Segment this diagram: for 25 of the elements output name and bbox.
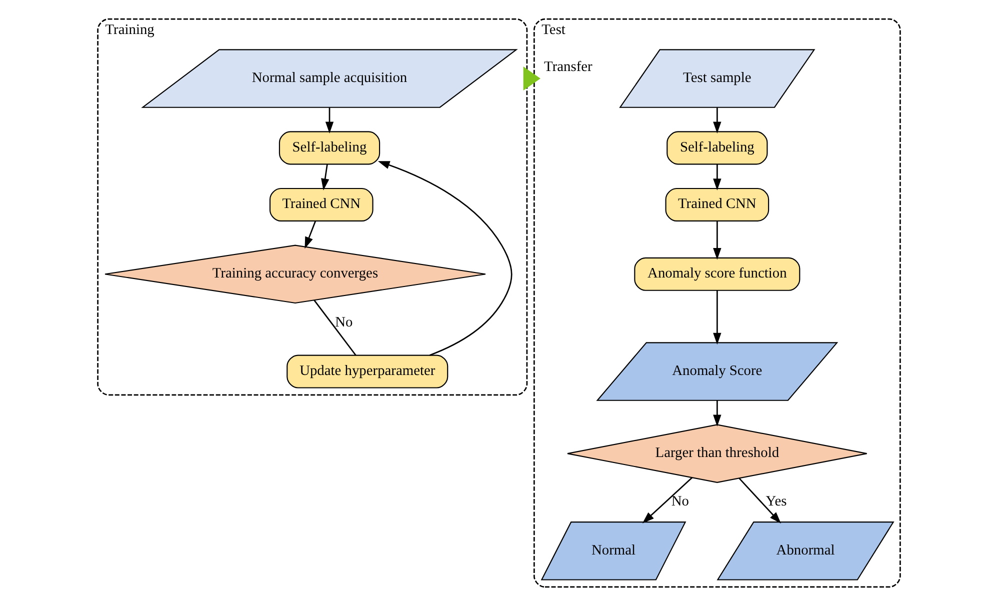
connector [314, 300, 356, 356]
arrow [321, 164, 330, 190]
arrow [325, 108, 334, 134]
arrow [713, 108, 722, 134]
arrow [713, 290, 722, 345]
edge-label: No [671, 494, 690, 510]
edge-label: Yes [766, 494, 787, 510]
arrow [713, 220, 722, 260]
arrow [738, 478, 782, 524]
node-box: Update hyperparameter [286, 354, 448, 388]
arrow [642, 477, 693, 524]
node-box: Self-labeling [666, 131, 768, 165]
arrow [713, 164, 722, 190]
arrow [713, 400, 722, 427]
node-diamond: Larger than threshold [566, 424, 868, 483]
node-box: Self-labeling [278, 131, 380, 165]
edge-label: No [335, 314, 353, 330]
node-box: Anomaly score function [634, 257, 800, 291]
arrow [523, 66, 540, 90]
node-diamond: Training accuracy converges [104, 244, 486, 304]
edge-label: Transfer [544, 59, 592, 76]
arrow [304, 220, 316, 249]
node-box: Trained CNN [665, 188, 770, 222]
arrow [378, 161, 512, 356]
node-box: Trained CNN [269, 188, 374, 222]
